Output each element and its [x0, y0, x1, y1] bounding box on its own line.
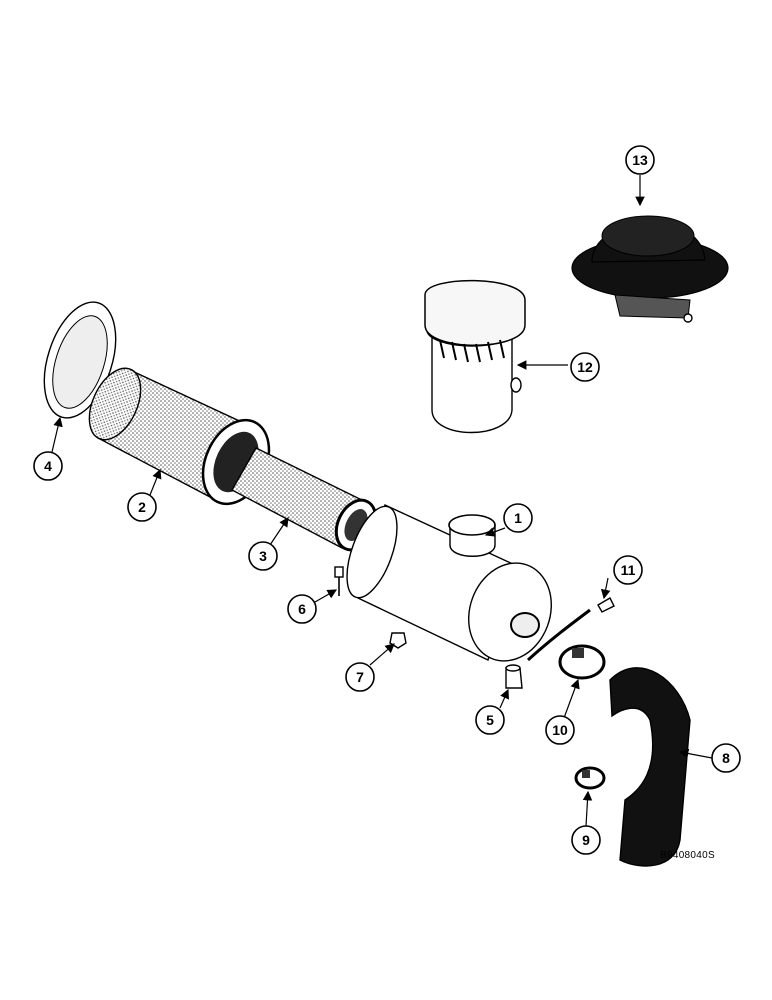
callout-6: 6	[287, 594, 317, 624]
callout-13: 13	[625, 145, 655, 175]
callout-13-label: 13	[632, 152, 648, 168]
callout-6-label: 6	[298, 601, 306, 617]
callout-10: 10	[545, 715, 575, 745]
hose-clamp-large	[558, 644, 606, 680]
callout-5: 5	[475, 705, 505, 735]
callout-8-label: 8	[722, 750, 730, 766]
callout-11: 11	[613, 555, 643, 585]
callout-12: 12	[570, 352, 600, 382]
callout-3-label: 3	[259, 548, 267, 564]
callout-2-label: 2	[138, 499, 146, 515]
figure-reference: B9408040S	[660, 850, 715, 861]
callout-1-label: 1	[514, 510, 522, 526]
hose-clamp-small	[574, 766, 606, 790]
callout-10-label: 10	[552, 722, 568, 738]
end-cover	[43, 301, 117, 419]
callout-9: 9	[571, 825, 601, 855]
air-cleaner-housing	[346, 504, 552, 662]
restriction-indicator-fitting	[526, 597, 615, 662]
callout-9-label: 9	[582, 832, 590, 848]
callout-7: 7	[345, 662, 375, 692]
intake-hose	[609, 667, 691, 867]
callout-8: 8	[711, 743, 741, 773]
precleaner-bowl	[424, 279, 526, 434]
callout-4: 4	[33, 451, 63, 481]
leader-lines	[51, 175, 713, 827]
callout-5-label: 5	[486, 712, 494, 728]
callout-3: 3	[248, 541, 278, 571]
callout-7-label: 7	[356, 669, 364, 685]
callout-12-label: 12	[577, 359, 593, 375]
precleaner-cap	[571, 215, 729, 323]
callout-2: 2	[127, 492, 157, 522]
dust-valve	[505, 664, 523, 689]
bolt	[334, 566, 344, 596]
callout-1: 1	[503, 503, 533, 533]
callout-11-label: 11	[621, 562, 636, 578]
callout-4-label: 4	[44, 458, 52, 474]
